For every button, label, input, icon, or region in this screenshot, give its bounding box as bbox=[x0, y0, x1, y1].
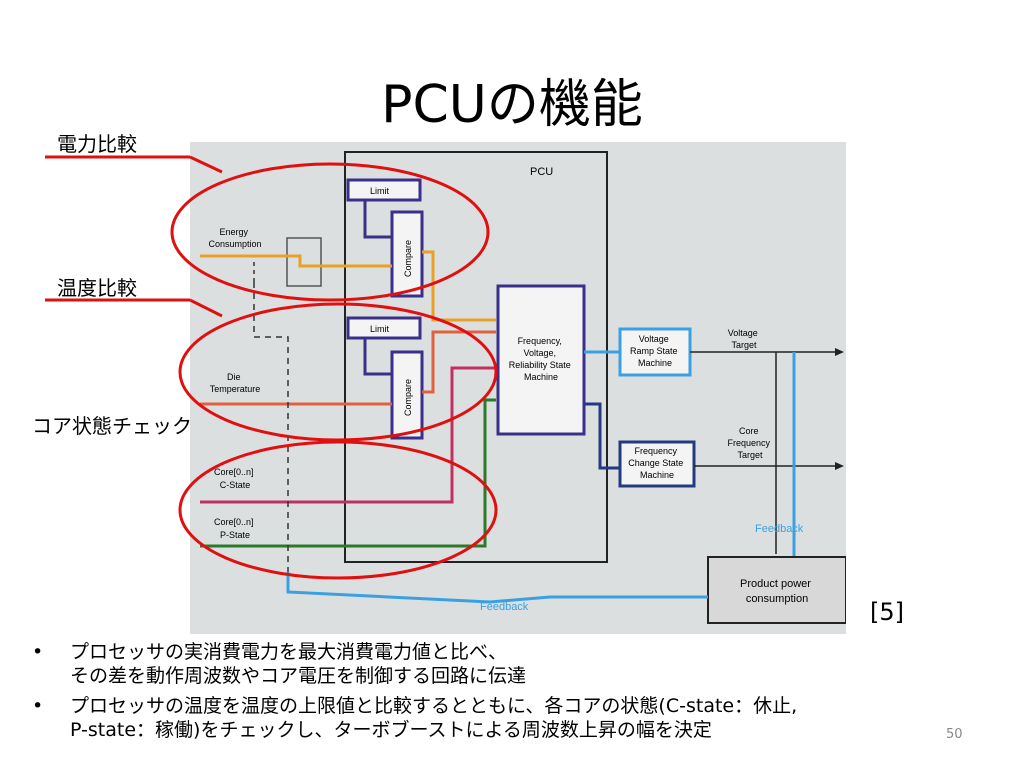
compare-label-1: Compare bbox=[403, 240, 413, 277]
limit-box-2 bbox=[346, 316, 422, 340]
pcu-frame bbox=[344, 151, 608, 563]
pcu-label: PCU bbox=[530, 166, 553, 178]
compare-box-1 bbox=[390, 210, 424, 298]
limit-label-2: Limit bbox=[370, 324, 390, 334]
fvr-state-machine-box bbox=[496, 284, 586, 436]
citation: [5] bbox=[870, 598, 904, 626]
bullet-dot-icon: • bbox=[32, 641, 44, 663]
bullet-dot-icon: • bbox=[32, 695, 44, 717]
compare-box-2 bbox=[390, 350, 424, 440]
voltage-ramp-label: Voltage Ramp State Machine bbox=[630, 334, 680, 368]
pstate-input-label: Core[0..n] P-State bbox=[214, 517, 256, 540]
feedback-right-label: Feedback bbox=[755, 523, 804, 535]
limit-to-compare-2 bbox=[363, 338, 392, 376]
annotation-leader-temperature bbox=[189, 298, 223, 318]
slide-title: PCUの機能 bbox=[381, 75, 643, 135]
annotation-leader-power bbox=[189, 155, 223, 174]
limit-box-1 bbox=[346, 178, 422, 202]
core-frequency-target-label: Core Frequency Target bbox=[727, 426, 772, 460]
core-frequency-target-arrowhead bbox=[835, 462, 844, 470]
bullet-item-1: • プロセッサの実消費電力を最大消費電力値と比べ、 その差を動作周波数やコア電圧… bbox=[28, 640, 978, 688]
fvr-to-frequency-change-line bbox=[584, 402, 620, 470]
voltage-target-label: Voltage Target bbox=[728, 328, 761, 350]
compare-label-2: Compare bbox=[403, 379, 413, 416]
fvr-state-machine-label: Frequency, Voltage, Reliability State Ma… bbox=[509, 336, 574, 382]
cstate-line bbox=[200, 366, 496, 504]
feedback-bottom-line bbox=[286, 572, 708, 604]
die-temperature-input-label: Die Temperature bbox=[210, 372, 261, 394]
bullet-1-line-2: その差を動作周波数やコア電圧を制御する回路に伝達 bbox=[70, 665, 527, 687]
bullet-1-line-1: プロセッサの実消費電力を最大消費電力値と比べ、 bbox=[70, 641, 508, 663]
energy-line bbox=[200, 254, 392, 268]
dashed-feedback-line-1 bbox=[253, 282, 289, 572]
product-power-box bbox=[707, 556, 846, 624]
energy-meter-box bbox=[286, 237, 322, 287]
frequency-change-label: Frequency Change State Machine bbox=[628, 446, 686, 480]
bullet-2-line-2: P-state：稼働)をチェックし、ターボブーストによる周波数上昇の幅を決定 bbox=[70, 719, 712, 741]
feedback-bottom-label: Feedback bbox=[480, 601, 529, 613]
limit-to-compare-1 bbox=[363, 200, 392, 239]
bullet-2-line-1: プロセッサの温度を温度の上限値と比較するとともに、各コアの状態(C-state：… bbox=[70, 695, 798, 717]
cstate-input-label: Core[0..n] C-State bbox=[214, 467, 256, 490]
pstate-line bbox=[200, 398, 496, 548]
bullet-item-2: • プロセッサの温度を温度の上限値と比較するとともに、各コアの状態(C-stat… bbox=[28, 694, 978, 742]
pcu-diagram: PCU Limit Compare Limit Compare Frequenc… bbox=[200, 151, 846, 624]
annotation-core-state-check: コア状態チェック bbox=[32, 414, 192, 438]
energy-input-label: Energy Consumption bbox=[208, 227, 261, 249]
voltage-target-arrowhead bbox=[835, 348, 844, 356]
annotation-ellipse-core-state bbox=[178, 440, 498, 580]
product-power-label: Product power consumption bbox=[740, 578, 814, 605]
annotation-power-comparison: 電力比較 bbox=[57, 132, 137, 156]
annotation-temperature-comparison: 温度比較 bbox=[57, 276, 137, 300]
pcu-diagram-photo: PCU Limit Compare Limit Compare Frequenc… bbox=[190, 142, 846, 634]
limit-label-1: Limit bbox=[370, 186, 390, 196]
compare1-to-fvr-line bbox=[422, 250, 496, 322]
annotation-ellipse-temperature bbox=[178, 302, 498, 442]
bullet-list: • プロセッサの実消費電力を最大消費電力値と比べ、 その差を動作周波数やコア電圧… bbox=[28, 640, 978, 748]
frequency-change-box bbox=[618, 440, 696, 488]
annotation-ellipse-power bbox=[170, 162, 490, 302]
page-number: 50 bbox=[946, 727, 963, 742]
